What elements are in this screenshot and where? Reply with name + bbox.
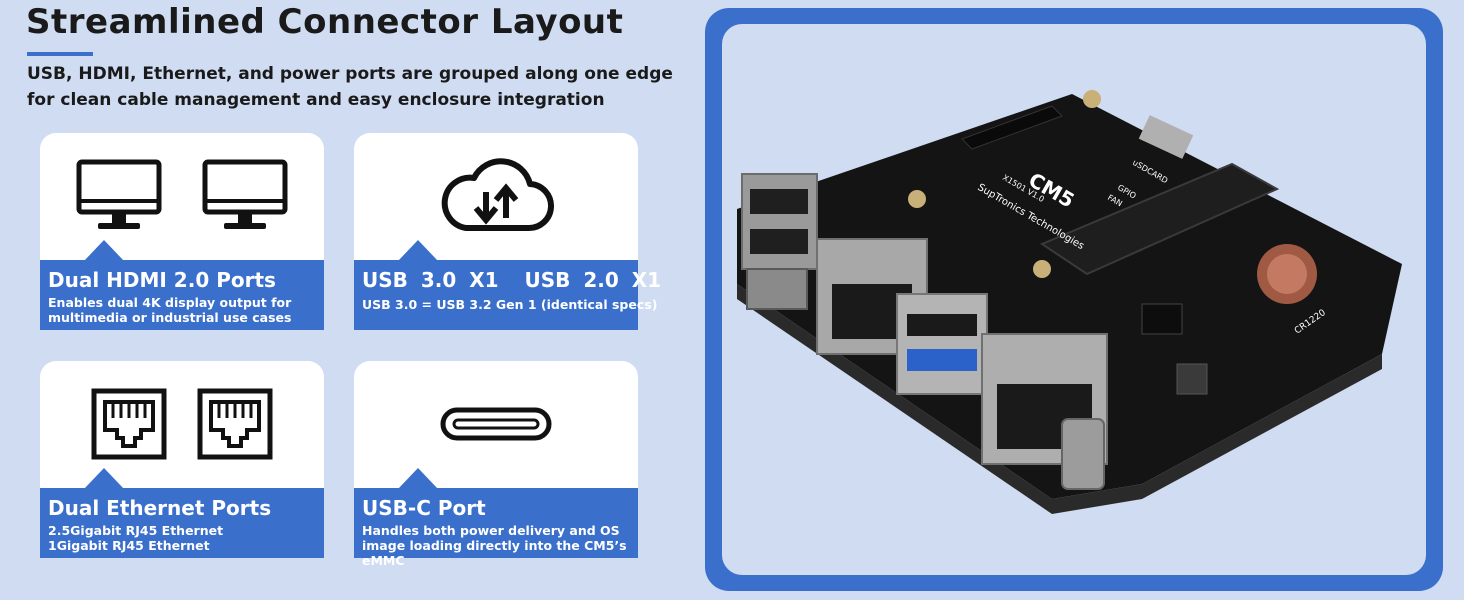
usb3-port xyxy=(896,293,988,395)
card-band: USB 3.0 X1 USB 2.0 X1 USB 3.0 = USB 3.2 … xyxy=(354,260,662,330)
ethernet-icons xyxy=(40,361,324,487)
card-title: USB 3.0 X1 USB 2.0 X1 xyxy=(362,268,662,292)
usb-c-port xyxy=(1061,418,1105,490)
sdcard-slot xyxy=(1138,115,1194,159)
page-title: Streamlined Connector Layout xyxy=(26,2,624,42)
card-band: Dual Ethernet Ports 2.5Gigabit RJ45 Ethe… xyxy=(40,488,324,558)
gpio-header xyxy=(1039,162,1280,276)
hdmi-port xyxy=(746,268,808,310)
usb-feature-card: USB 3.0 X1 USB 2.0 X1 USB 3.0 = USB 3.2 … xyxy=(354,133,662,330)
card-description-line1: 2.5Gigabit RJ45 Ethernet xyxy=(48,523,224,538)
page-subtitle: USB, HDMI, Ethernet, and power ports are… xyxy=(27,64,673,110)
usb-c-port-icon xyxy=(440,407,552,441)
product-photo: CM5 SupTronics Technologies X1501 V1.0 C… xyxy=(722,24,1426,575)
monitor-icon xyxy=(76,159,162,229)
card-description: USB 3.0 = USB 3.2 Gen 1 (identical specs… xyxy=(362,297,658,312)
card-title: USB-C Port xyxy=(362,496,486,520)
cm5-connector xyxy=(961,105,1063,150)
hdmi-icons xyxy=(40,133,324,259)
card-band: USB-C Port Handles both power delivery a… xyxy=(354,488,638,568)
card-description: Handles both power delivery and OS image… xyxy=(362,523,627,568)
card-band: Dual HDMI 2.0 Ports Enables dual 4K disp… xyxy=(40,260,324,330)
ethernet-feature-card: Dual Ethernet Ports 2.5Gigabit RJ45 Ethe… xyxy=(40,361,324,558)
card-description-line2: 1Gigabit RJ45 Ethernet xyxy=(48,538,210,553)
ethernet-port-icon xyxy=(91,388,167,460)
card-pointer xyxy=(398,240,438,261)
ethernet-port-icon xyxy=(197,388,273,460)
title-underline xyxy=(27,52,93,56)
usb-a-port xyxy=(741,173,818,270)
usbc-feature-card: USB-C Port Handles both power delivery a… xyxy=(354,361,638,568)
card-title: Dual Ethernet Ports xyxy=(48,496,272,520)
usb-icons xyxy=(354,133,638,259)
product-photo-frame: CM5 SupTronics Technologies X1501 V1.0 C… xyxy=(705,8,1443,591)
card-title: Dual HDMI 2.0 Ports xyxy=(48,268,276,292)
ic-chip xyxy=(1141,303,1183,335)
hdmi-feature-card: Dual HDMI 2.0 Ports Enables dual 4K disp… xyxy=(40,133,324,330)
card-pointer xyxy=(398,468,438,489)
board-illustration: CM5 SupTronics Technologies X1501 V1.0 C… xyxy=(737,90,1402,514)
card-description: Enables dual 4K display output for multi… xyxy=(48,295,292,325)
cloud-transfer-icon xyxy=(441,158,554,232)
card-pointer xyxy=(84,240,124,261)
inductor xyxy=(1176,363,1208,395)
card-pointer xyxy=(84,468,124,489)
usbc-icons xyxy=(354,361,638,487)
monitor-icon xyxy=(202,159,288,229)
